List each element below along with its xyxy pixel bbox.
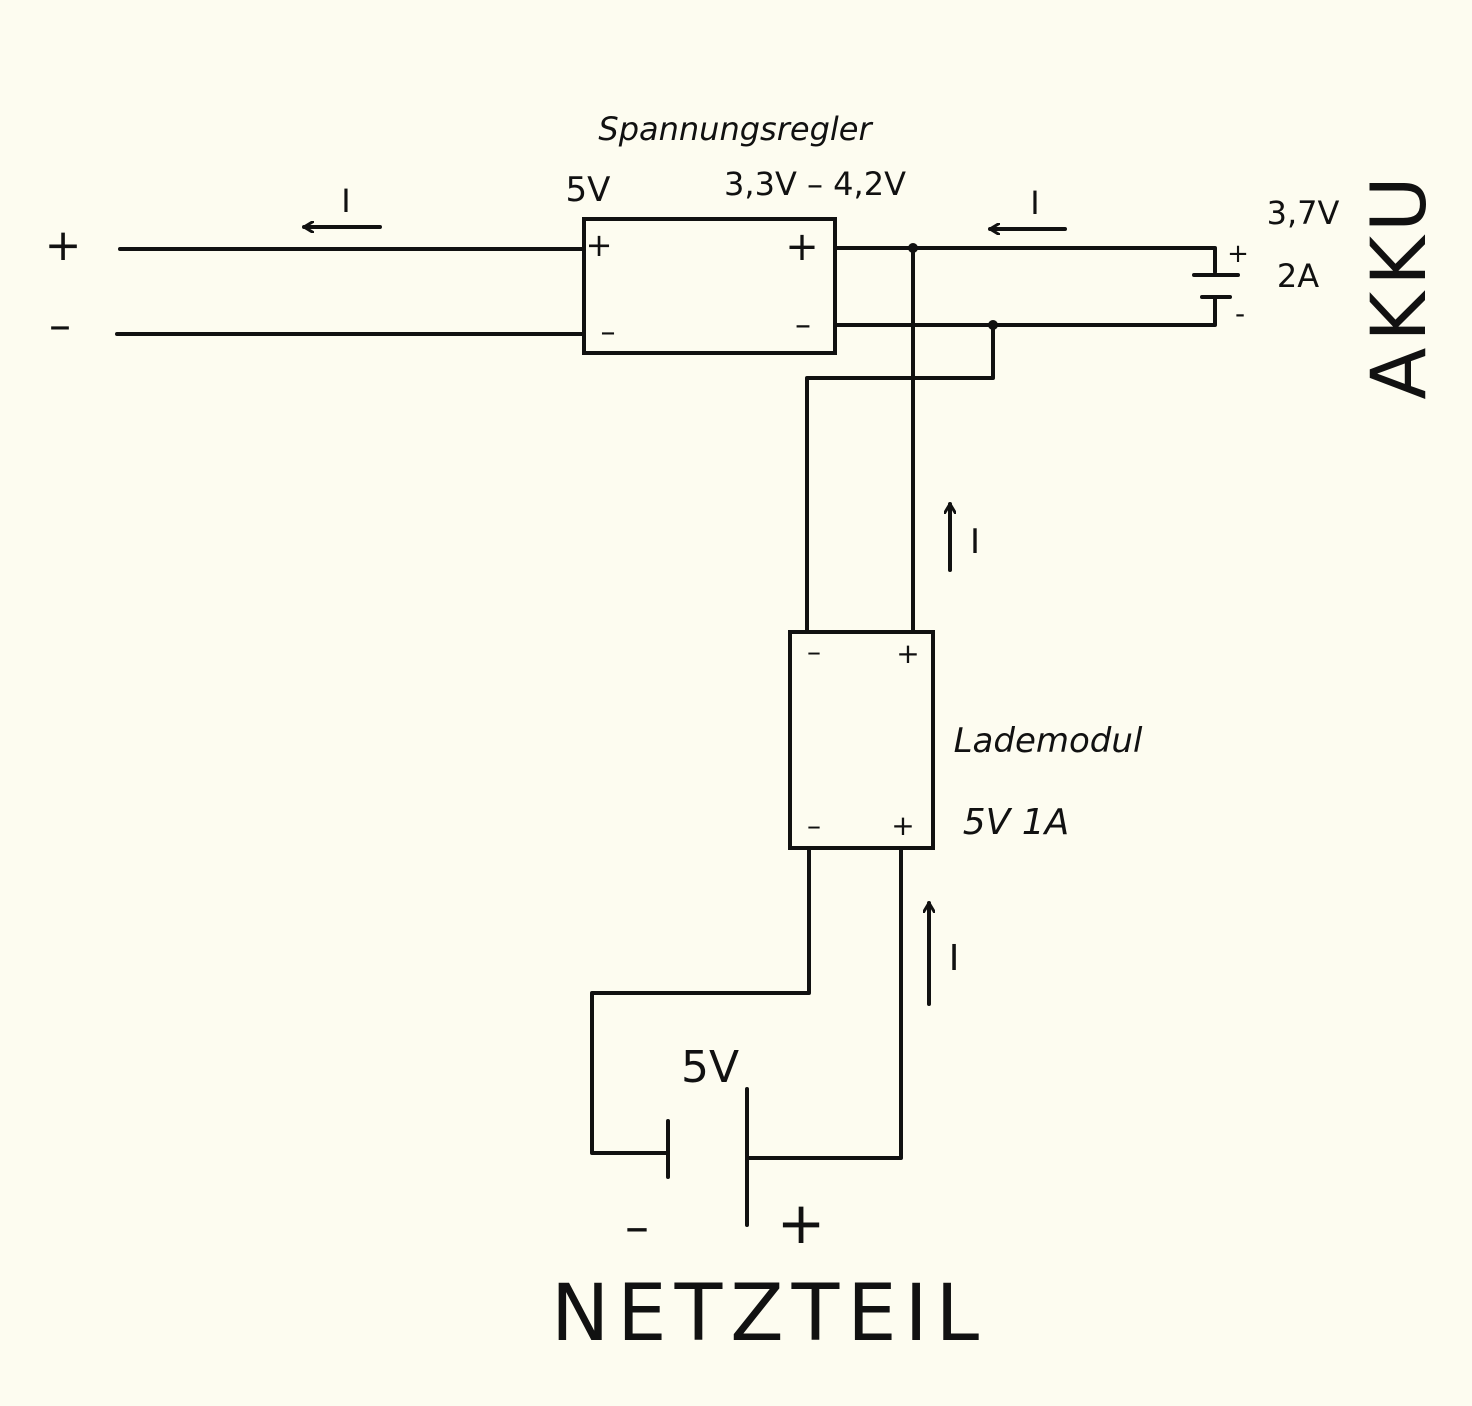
charger-minus-wire — [805, 323, 995, 634]
voltage-regulator-box — [582, 217, 837, 355]
battery-minus-wire — [833, 295, 1217, 327]
regulator-pin-out-plus: + — [586, 226, 613, 264]
charger-pin-in-plus: + — [891, 809, 914, 842]
supply-minus-label: – — [625, 1199, 649, 1255]
charger-pin-out-minus: – — [807, 635, 821, 668]
supply-minus-wire — [590, 846, 811, 1155]
regulator-pin-in-plus: + — [785, 224, 819, 270]
supply-voltage: 5V — [681, 1042, 739, 1093]
output-minus-label: – — [49, 300, 71, 351]
regulator-in-voltage: 3,3V – 4,2V — [724, 165, 906, 203]
supply-current-label: I — [949, 938, 960, 979]
regulator-out-voltage: 5V — [566, 170, 611, 210]
charger-rating: 5V 1A — [963, 802, 1070, 843]
supply-plus-label: + — [777, 1189, 826, 1257]
regulator-title: Spannungsregler — [598, 110, 873, 148]
charger-current-label: I — [970, 522, 980, 562]
regulator-pin-in-minus: – — [795, 305, 811, 343]
charger-pin-in-minus: – — [807, 809, 821, 842]
battery-plus-wire — [833, 246, 1217, 274]
regulator-pin-out-minus: – — [601, 315, 616, 350]
power-supply-label: NETZTEIL — [551, 1269, 987, 1359]
battery-minus-label: - — [1235, 297, 1245, 330]
battery-label: AKKU — [1354, 170, 1443, 399]
output-plus-label: + — [45, 220, 82, 271]
charger-title: Lademodul — [954, 721, 1143, 761]
output-current-label: I — [341, 182, 350, 220]
charging-module-box — [788, 630, 935, 850]
battery-current: 2A — [1277, 257, 1319, 295]
charger-pin-out-plus: + — [896, 637, 919, 670]
supply-plus-wire — [745, 846, 903, 1160]
battery-voltage: 3,7V — [1267, 194, 1340, 232]
battery-current-label: I — [1030, 184, 1039, 222]
battery-plus-label: + — [1227, 239, 1249, 269]
